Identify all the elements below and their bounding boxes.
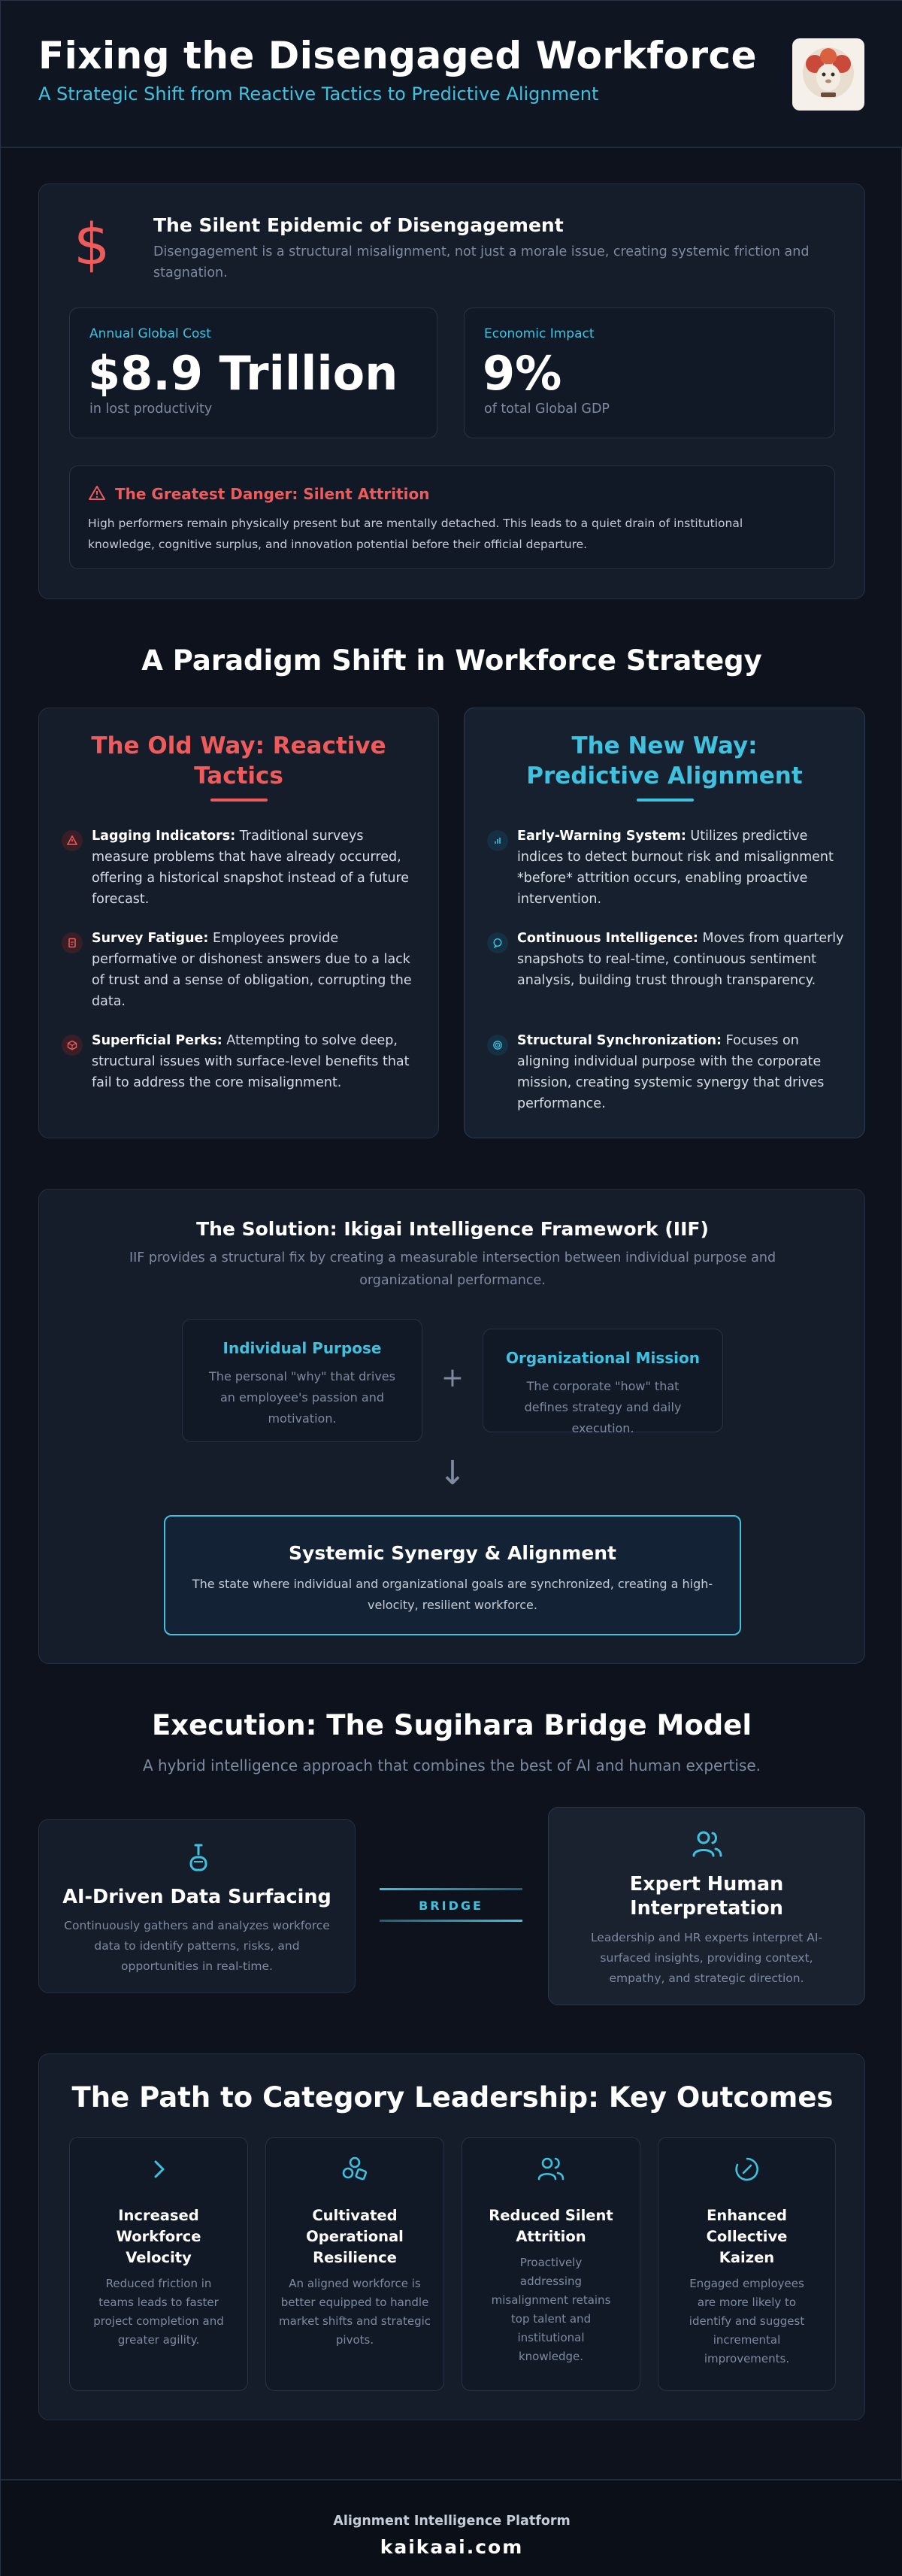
flask-icon <box>179 1839 216 1880</box>
outcome-card: Increased Workforce Velocity Reduced fri… <box>69 2137 248 2391</box>
individual-purpose-title: Individual Purpose <box>222 1339 382 1357</box>
outcome-title: Increased Workforce Velocity <box>116 2207 201 2266</box>
new-way-item: Continuous Intelligence: Moves from quar… <box>517 931 844 988</box>
new-way-item: Early-Warning System: Utilizes predictiv… <box>517 829 834 907</box>
outcome-description: Reduced friction in teams leads to faste… <box>93 2277 224 2347</box>
old-way-divider <box>210 799 268 802</box>
outcome-card: Reduced Silent Attrition Proactively add… <box>462 2137 640 2391</box>
target-icon <box>487 1035 508 1056</box>
users-icon <box>462 2153 640 2186</box>
new-way-title: The New Way: Predictive Alignment <box>526 732 803 789</box>
synergy-box: Systemic Synergy & Alignment The state w… <box>164 1515 741 1635</box>
individual-purpose-box: Individual Purpose The personal "why" th… <box>182 1319 422 1442</box>
old-way-item: Lagging Indicators: Traditional surveys … <box>92 829 410 907</box>
outcome-card: Enhanced Collective Kaizen Engaged emplo… <box>658 2137 836 2391</box>
old-way-title: The Old Way: Reactive Tactics <box>91 732 386 789</box>
footer-platform: Alignment Intelligence Platform <box>333 2514 571 2529</box>
new-way-item: Structural Synchronization: Focuses on a… <box>517 1033 825 1111</box>
alert-icon <box>62 830 83 851</box>
document-icon <box>62 932 83 953</box>
outcome-title: Cultivated Operational Resilience <box>306 2207 404 2266</box>
page-title: Fixing the Disengaged Workforce <box>38 34 758 77</box>
human-interpretation-card: Expert Human Interpretation Leadership a… <box>548 1807 865 2005</box>
old-way-item: Survey Fatigue: Employees provide perfor… <box>92 931 412 1009</box>
outcomes-title: The Path to Category Leadership: Key Out… <box>71 2081 834 2114</box>
bridge-line-bottom <box>380 1920 522 1922</box>
bar-chart-icon <box>487 830 508 851</box>
outcomes-card: The Path to Category Leadership: Key Out… <box>38 2053 865 2420</box>
warning-triangle-icon <box>88 484 106 505</box>
ai-surfacing-text: Continuously gathers and analyzes workfo… <box>64 1919 330 1973</box>
new-way-card: The New Way: Predictive Alignment Early-… <box>464 708 865 1138</box>
stat-label: Economic Impact <box>484 326 595 341</box>
organizational-mission-text: The corporate "how" that defines strateg… <box>524 1379 682 1435</box>
paradigm-title: A Paradigm Shift in Workforce Strategy <box>141 644 762 677</box>
solution-title: The Solution: Ikigai Intelligence Framew… <box>196 1218 709 1240</box>
dollar-icon: $ <box>74 211 110 277</box>
outcome-card: Cultivated Operational Resilience An ali… <box>265 2137 444 2391</box>
organizational-mission-title: Organizational Mission <box>505 1349 701 1367</box>
synergy-text: The state where individual and organizat… <box>192 1577 713 1612</box>
new-way-divider <box>637 799 694 802</box>
outcome-description: Proactively addressing misalignment reta… <box>491 2256 611 2363</box>
bridge-line-top <box>380 1888 522 1890</box>
footer-site-link[interactable]: kaikaai.com <box>380 2536 524 2558</box>
box-icon <box>62 1035 83 1056</box>
ai-surfacing-card: AI-Driven Data Surfacing Continuously ga… <box>38 1819 356 1993</box>
danger-callout: The Greatest Danger: Silent Attrition Hi… <box>69 465 835 569</box>
epidemic-card: $ The Silent Epidemic of Disengagement D… <box>38 183 865 599</box>
bridge-connector: BRIDGE <box>380 1880 522 1933</box>
outcome-title: Enhanced Collective Kaizen <box>706 2207 788 2266</box>
stat-value: $8.9 Trillion <box>88 346 398 401</box>
outcome-description: Engaged employees are more likely to ide… <box>689 2277 805 2365</box>
bridge-label: BRIDGE <box>419 1899 483 1913</box>
chevron-right-icon <box>70 2153 247 2186</box>
old-way-card: The Old Way: Reactive Tactics Lagging In… <box>38 708 439 1138</box>
danger-title: The Greatest Danger: Silent Attrition <box>115 485 430 503</box>
individual-purpose-text: The personal "why" that drives an employ… <box>209 1369 395 1426</box>
human-interpretation-text: Leadership and HR experts interpret AI-s… <box>590 1931 823 1985</box>
stat-card-gdp: Economic Impact 9% of total Global GDP <box>464 308 835 438</box>
stat-value: 9% <box>483 346 562 401</box>
company-logo <box>792 38 864 111</box>
synergy-title: Systemic Synergy & Alignment <box>289 1542 616 1564</box>
stat-card-cost: Annual Global Cost $8.9 Trillion in lost… <box>69 308 437 438</box>
outcome-title: Reduced Silent Attrition <box>489 2207 613 2245</box>
outcome-description: An aligned workforce is better equipped … <box>278 2277 431 2347</box>
shapes-icon <box>266 2153 443 2186</box>
solution-description: IIF provides a structural fix by creatin… <box>129 1250 776 1288</box>
human-interpretation-title: Expert Human Interpretation <box>629 1873 784 1920</box>
epidemic-title: The Silent Epidemic of Disengagement <box>153 214 564 236</box>
execution-title: Execution: The Sugihara Bridge Model <box>151 1709 752 1741</box>
stat-caption: in lost productivity <box>89 402 213 417</box>
plus-sign: + <box>440 1362 465 1393</box>
solution-card: The Solution: Ikigai Intelligence Framew… <box>38 1189 865 1664</box>
stat-label: Annual Global Cost <box>89 326 211 341</box>
loading-circle-icon <box>658 2153 835 2186</box>
chat-bubble-icon <box>487 932 508 953</box>
execution-subtitle: A hybrid intelligence approach that comb… <box>142 1756 761 1774</box>
down-arrow-icon: ↓ <box>438 1454 467 1493</box>
page-subtitle: A Strategic Shift from Reactive Tactics … <box>38 83 599 105</box>
page-footer: Alignment Intelligence Platform kaikaai.… <box>1 2479 902 2576</box>
organizational-mission-box: Organizational Mission The corporate "ho… <box>483 1329 723 1435</box>
epidemic-description: Disengagement is a structural misalignme… <box>153 244 810 280</box>
danger-text: High performers remain physically presen… <box>88 517 743 551</box>
users-icon <box>689 1826 726 1866</box>
stat-caption: of total Global GDP <box>484 402 610 417</box>
page-header: Fixing the Disengaged Workforce A Strate… <box>1 1 902 148</box>
ai-surfacing-title: AI-Driven Data Surfacing <box>62 1886 331 1908</box>
old-way-item: Superficial Perks: Attempting to solve d… <box>92 1033 410 1090</box>
